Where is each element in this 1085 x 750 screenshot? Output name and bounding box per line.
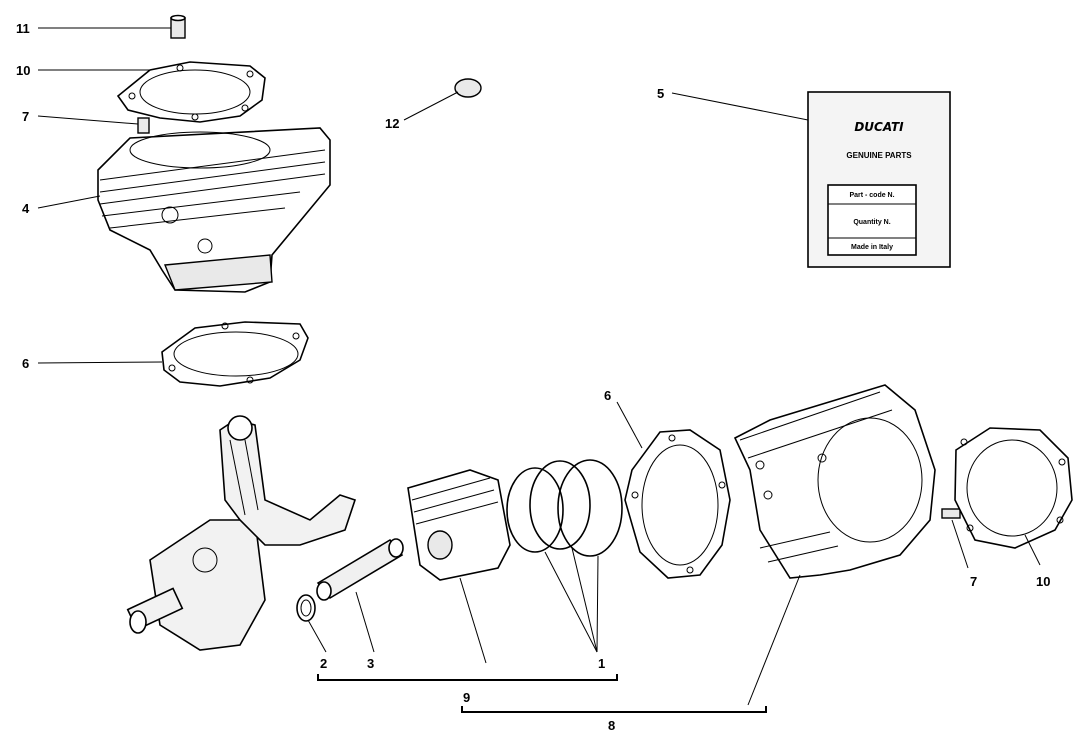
part-12-plug xyxy=(454,78,482,98)
callout-6-left: 6 xyxy=(22,356,29,371)
callout-3: 3 xyxy=(367,656,374,671)
callout-5: 5 xyxy=(657,86,664,101)
label-card xyxy=(807,91,951,268)
callout-12: 12 xyxy=(385,116,399,131)
callout-9-group: 9 xyxy=(463,690,470,705)
callout-10-top: 10 xyxy=(16,63,30,78)
leader-lines xyxy=(37,27,1041,713)
callout-2: 2 xyxy=(320,656,327,671)
card-row-part-code: Part - code N. xyxy=(849,192,894,199)
card-brand: DUCATI xyxy=(854,120,904,134)
part-9-piston xyxy=(407,469,511,581)
part-2-circlip xyxy=(296,594,316,622)
callout-6-mid: 6 xyxy=(604,388,611,403)
part-7-dowel-right xyxy=(941,508,961,519)
part-10-head-gasket-top xyxy=(116,61,266,123)
callout-8-group: 8 xyxy=(608,718,615,733)
callout-10-right: 10 xyxy=(1036,574,1050,589)
part-6-base-gasket-mid xyxy=(624,429,731,579)
part-10-head-gasket-right xyxy=(954,427,1073,549)
part-3-piston-pin xyxy=(316,538,404,601)
card-subtitle: GENUINE PARTS xyxy=(846,151,912,160)
callout-11: 11 xyxy=(16,21,30,36)
part-1-piston-rings xyxy=(506,459,623,557)
callout-7-top: 7 xyxy=(22,109,29,124)
card-row-quantity: Quantity N. xyxy=(853,219,890,226)
card-row-made-in: Made in Italy xyxy=(851,244,893,251)
part-4-cylinder-left xyxy=(97,127,331,293)
callout-4: 4 xyxy=(22,201,30,216)
part-8-cylinder-right xyxy=(733,384,936,579)
part-6-base-gasket-left xyxy=(161,321,309,387)
callout-1: 1 xyxy=(598,656,605,671)
callout-7-right: 7 xyxy=(970,574,977,589)
crankshaft xyxy=(126,415,357,651)
part-7-dowel-top xyxy=(137,117,150,134)
part-11-dowel xyxy=(170,14,186,39)
